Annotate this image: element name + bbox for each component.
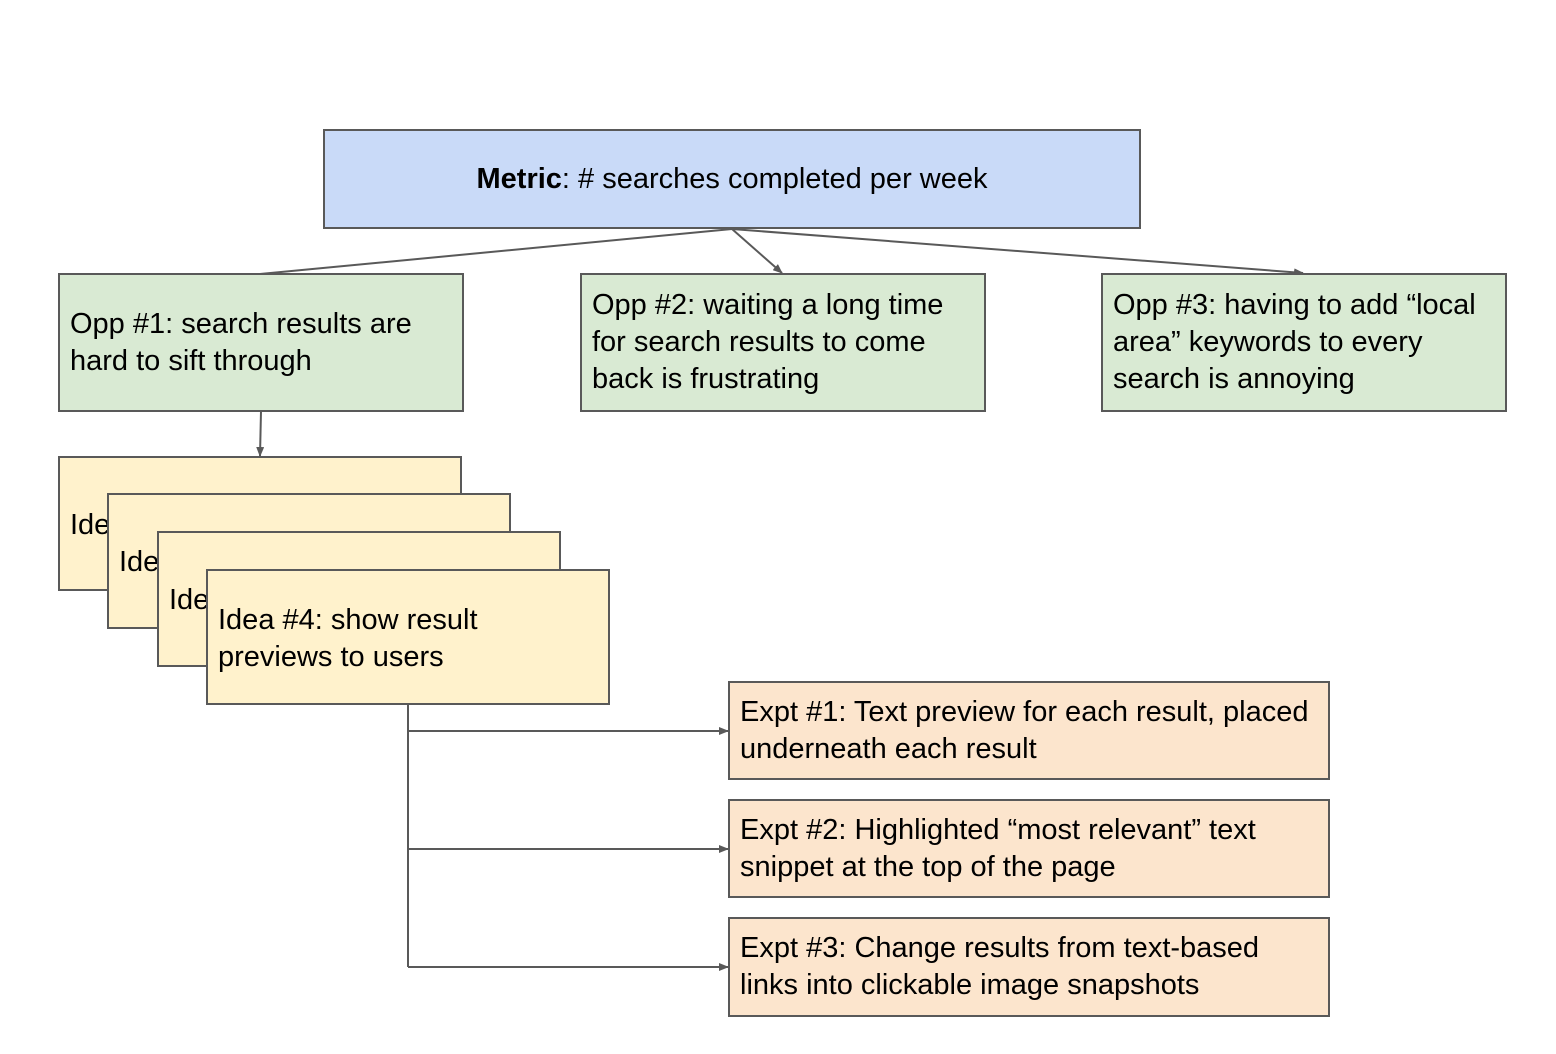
opportunity-text: Opp #3: having to add “local area” keywo… (1113, 289, 1476, 395)
experiment-box-1: Expt #1: Text preview for each result, p… (728, 681, 1330, 780)
experiment-text: Expt #1: Text preview for each result, p… (740, 695, 1309, 765)
metric-to-opp1-connector (259, 228, 733, 275)
opportunity-box-2: Opp #2: waiting a long time for search r… (580, 273, 986, 412)
opportunity-text: Opp #1: search results are hard to sift … (70, 307, 412, 377)
metric-text: Metric: # searches completed per week (477, 161, 988, 198)
experiment-text: Expt #3: Change results from text-based … (740, 932, 1260, 1001)
metric-to-opp2-connector (731, 228, 783, 274)
idea-text: Ide (70, 509, 111, 541)
experiment-box-3: Expt #3: Change results from text-based … (728, 917, 1330, 1017)
metric-label: Metric (476, 162, 562, 195)
experiment-box-2: Expt #2: Highlighted “most relevant” tex… (728, 799, 1330, 898)
idea-card-4: Idea #4: show result previews to users (206, 569, 610, 705)
idea-text: Idea #4: show result previews to users (218, 604, 478, 673)
opportunity-box-3: Opp #3: having to add “local area” keywo… (1101, 273, 1507, 412)
opp1-to-ideas-connector (256, 410, 265, 457)
idea-text: Ide (119, 546, 160, 578)
experiment-text: Expt #2: Highlighted “most relevant” tex… (740, 813, 1256, 883)
opportunity-box-1: Opp #1: search results are hard to sift … (58, 273, 464, 412)
idea-text: Ide (169, 584, 210, 616)
metric-to-opp3-connector (731, 228, 1304, 277)
opportunity-text: Opp #2: waiting a long time for search r… (592, 289, 944, 395)
metric-description: : # searches completed per week (561, 162, 988, 195)
metric-box: Metric: # searches completed per week (323, 129, 1141, 229)
